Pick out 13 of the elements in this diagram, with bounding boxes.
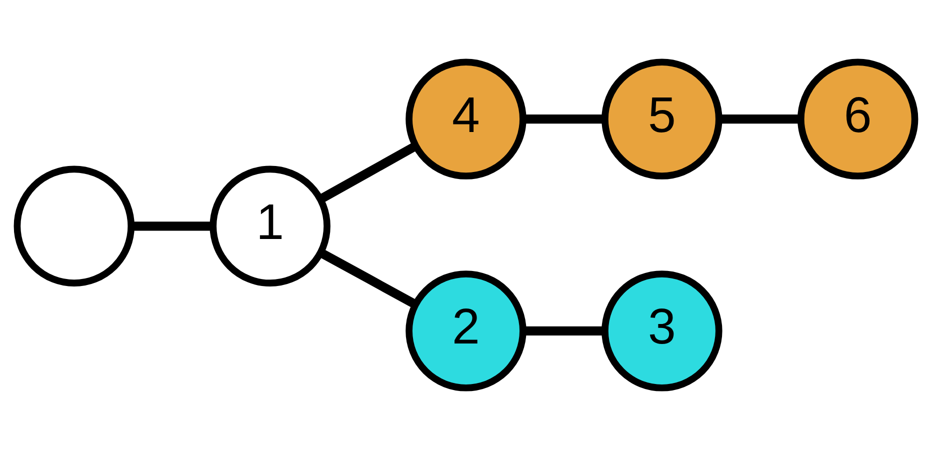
- connector: [524, 326, 604, 336]
- node-circle: 6: [797, 58, 918, 180]
- node-circle: 4: [406, 58, 526, 180]
- node-circle: 1: [210, 166, 330, 287]
- connector: [318, 142, 418, 204]
- node-circle: 2: [406, 270, 526, 392]
- node-circle: 3: [602, 270, 722, 392]
- connector: [318, 248, 418, 308]
- node-circle: [14, 166, 135, 287]
- connector: [524, 114, 604, 124]
- connector: [720, 114, 800, 124]
- connector: [132, 222, 213, 231]
- node-circle: 5: [602, 58, 722, 180]
